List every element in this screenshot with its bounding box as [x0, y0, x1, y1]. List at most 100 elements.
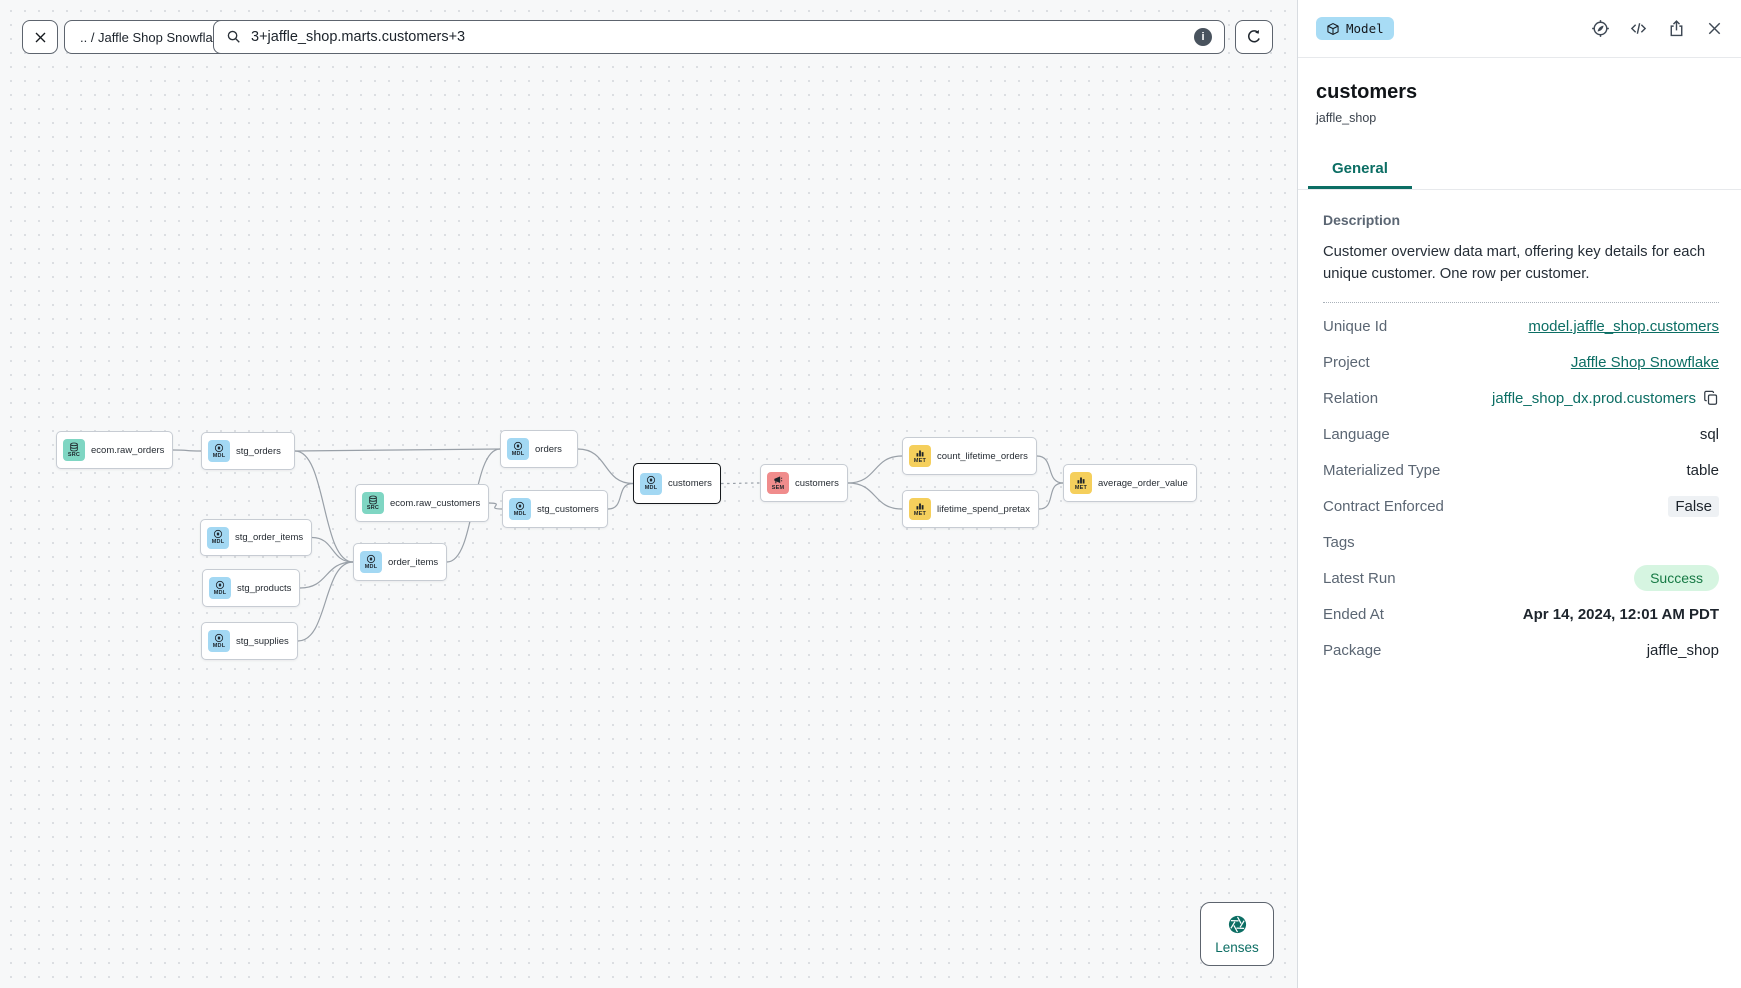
edge-stg_order_items-to-order_items [311, 536, 354, 563]
model-icon [646, 476, 656, 485]
megaphone-icon [774, 476, 783, 484]
property-value: jaffle_shop [1647, 642, 1719, 659]
src-type-badge: SRC [63, 439, 85, 461]
lenses-button[interactable]: Lenses [1200, 902, 1274, 966]
mdl-type-badge: MDL [640, 472, 662, 495]
aperture-icon [1228, 915, 1246, 933]
metric-bars-icon [1077, 477, 1085, 484]
node-label: customers [795, 477, 839, 489]
explore-compass-icon [1592, 20, 1609, 37]
node-label: count_lifetime_orders [937, 450, 1028, 462]
property-label: Tags [1323, 533, 1355, 551]
project-link[interactable]: Jaffle Shop Snowflake [1570, 353, 1719, 371]
explore-lineage-button[interactable] [1591, 19, 1610, 38]
node-label: ecom.raw_orders [91, 444, 165, 456]
edge-stg_supplies-to-order_items [297, 561, 354, 642]
graph-node-customers_sem[interactable]: SEM customers [760, 464, 848, 502]
edge-lifetime_spend_pretax-to-average_order_value [1038, 482, 1064, 510]
lenses-label: Lenses [1215, 939, 1259, 955]
property-row-language: Language sql [1323, 416, 1719, 452]
property-label: Language [1323, 425, 1390, 443]
info-icon[interactable]: i [1194, 28, 1212, 46]
resource-type-label: Model [1346, 21, 1384, 36]
panel-header: Model [1298, 0, 1741, 58]
node-label: stg_customers [537, 503, 599, 515]
section-divider [1323, 302, 1719, 304]
panel-body: Description Customer overview data mart,… [1298, 190, 1741, 668]
materialized-type-value: table [1686, 461, 1719, 479]
description-text: Customer overview data mart, offering ke… [1323, 244, 1706, 283]
edge-stg_customers-to-customers [607, 482, 634, 510]
view-code-button[interactable] [1629, 19, 1648, 38]
model-icon [214, 443, 224, 452]
model-icon [213, 530, 223, 539]
panel-tabs: General [1298, 152, 1741, 190]
model-icon [215, 580, 225, 589]
database-icon [369, 495, 377, 505]
copy-relation-button[interactable] [1703, 390, 1719, 406]
graph-node-ecom_raw_orders[interactable]: SRC ecom.raw_orders [56, 431, 174, 469]
graph-node-average_order_value[interactable]: MET average_order_value [1063, 464, 1197, 502]
node-label: average_order_value [1098, 477, 1188, 489]
graph-node-stg_supplies[interactable]: MDL stg_supplies [201, 622, 298, 660]
property-value: sql [1700, 426, 1719, 443]
unique-id-link[interactable]: model.jaffle_shop.customers [1528, 317, 1719, 335]
lineage-search-box[interactable]: i [213, 20, 1225, 54]
search-icon [227, 30, 240, 43]
node-label: lifetime_spend_pretax [937, 503, 1030, 515]
breadcrumb[interactable]: .. / Jaffle Shop Snowflake [64, 20, 243, 54]
close-panel-button[interactable] [1705, 19, 1724, 38]
property-label: Latest Run [1323, 569, 1396, 587]
property-label: Ended At [1323, 605, 1384, 623]
graph-node-ecom_raw_customers[interactable]: SRC ecom.raw_customers [355, 484, 490, 522]
metric-bars-icon [916, 503, 924, 510]
edge-customers_sem-to-lifetime_spend_pretax [847, 482, 903, 510]
search-input[interactable] [251, 29, 1185, 45]
met-type-badge: MET [1070, 472, 1092, 494]
relation-value: jaffle_shop_dx.prod.customers [1491, 389, 1696, 407]
close-icon [1708, 22, 1721, 35]
src-type-badge: SRC [362, 492, 384, 514]
property-label: Contract Enforced [1323, 497, 1444, 515]
resource-type-badge: Model [1316, 17, 1394, 40]
tab-general[interactable]: General [1308, 152, 1412, 189]
property-label: Unique Id [1323, 317, 1388, 335]
node-label: stg_order_items [235, 532, 304, 543]
description-label: Description [1323, 212, 1401, 228]
edge-customers_sem-to-count_lifetime_orders [847, 455, 903, 484]
close-icon [35, 32, 45, 42]
code-icon [1630, 23, 1647, 34]
share-button[interactable] [1667, 19, 1686, 38]
graph-node-stg_customers[interactable]: MDL stg_customers [502, 490, 608, 528]
model-icon [513, 441, 523, 450]
ended-at-value: Apr 14, 2024, 12:01 AM PDT [1522, 605, 1719, 623]
mdl-type-badge: MDL [209, 577, 231, 599]
copy-icon [1704, 391, 1718, 406]
close-lineage-button[interactable] [22, 20, 58, 54]
edge-orders-to-customers [577, 448, 634, 485]
sem-type-badge: SEM [767, 472, 789, 494]
mdl-type-badge: MDL [208, 440, 230, 462]
edge-stg_products-to-order_items [299, 561, 354, 589]
mdl-type-badge: MDL [208, 630, 230, 652]
edge-ecom_raw_orders-to-stg_orders [172, 449, 202, 452]
node-label: ecom.raw_customers [390, 497, 481, 509]
edge-customers-to-customers_sem [720, 482, 761, 485]
node-label: order_items [388, 556, 439, 568]
node-label: stg_supplies [236, 635, 289, 647]
mdl-type-badge: MDL [509, 498, 531, 520]
refresh-button[interactable] [1235, 20, 1273, 54]
